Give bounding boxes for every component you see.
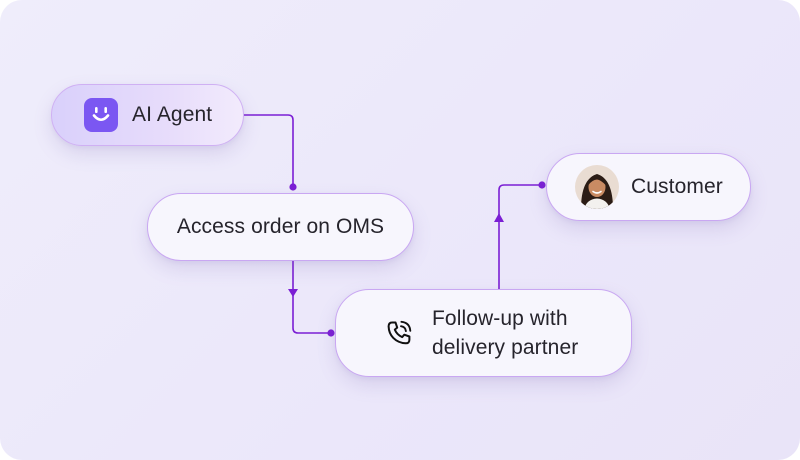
follow-up-line-2: delivery partner [432,333,578,362]
node-follow-up-text: Follow-up with delivery partner [432,304,578,362]
node-customer-label: Customer [631,175,723,199]
node-access-order-oms: Access order on OMS [147,193,414,261]
node-follow-up-delivery: Follow-up with delivery partner [335,289,632,377]
phone-call-icon [384,318,414,348]
customer-avatar [575,165,619,209]
node-ai-agent: AI Agent [51,84,244,146]
connector-dot [538,181,545,188]
node-ai-agent-label: AI Agent [132,103,212,127]
smiley-agent-icon [84,98,118,132]
arrow-up-icon [494,213,504,222]
node-oms-label: Access order on OMS [177,215,384,239]
connector-dot [289,183,296,190]
node-customer: Customer [546,153,751,221]
connector-oms-to-followup [293,261,331,333]
connector-dot [327,329,334,336]
connector-agent-to-oms [244,115,293,187]
follow-up-line-1: Follow-up with [432,304,578,333]
arrow-down-icon [288,289,298,297]
connector-followup-to-customer [499,185,542,289]
